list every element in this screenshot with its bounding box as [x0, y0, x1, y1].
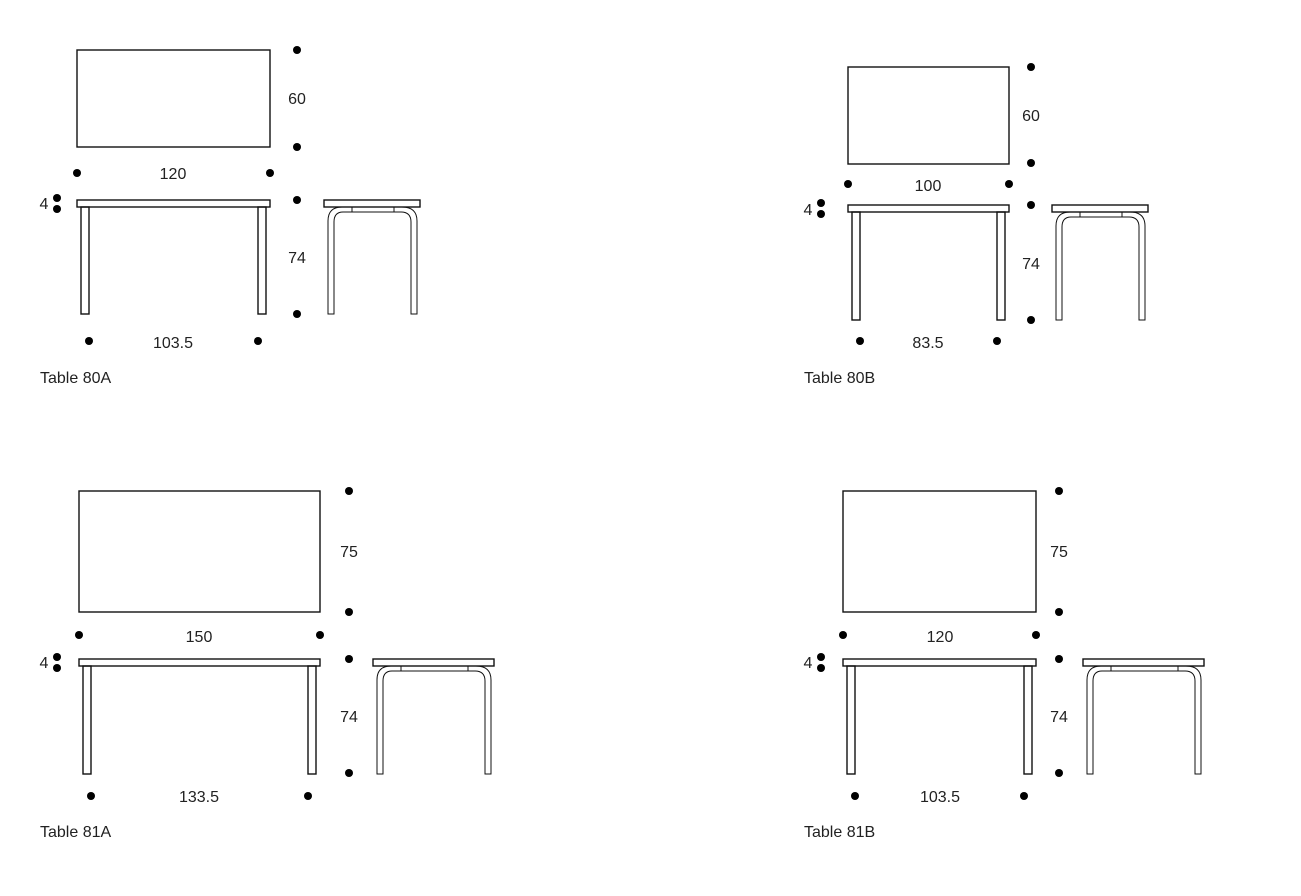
dim-marker [304, 792, 312, 800]
dim-marker [839, 631, 847, 639]
dim-marker [1027, 316, 1035, 324]
dim-marker [53, 653, 61, 661]
table-81a-top-view [78, 490, 321, 613]
table-80b-caption: Table 80B [804, 370, 875, 387]
table-81a-caption: Table 81A [40, 824, 111, 841]
table-80b-top-view [847, 66, 1010, 165]
dim-marker [1027, 201, 1035, 209]
dim-marker [85, 337, 93, 345]
table-80b-depth-label: 60 [1022, 108, 1040, 125]
table-81a-width-label: 150 [186, 629, 213, 646]
table-80a-width-label: 120 [160, 166, 187, 183]
dim-marker [316, 631, 324, 639]
table-80a-side-view [323, 199, 421, 315]
dim-marker [1055, 608, 1063, 616]
dim-marker [817, 210, 825, 218]
table-81a-side-view [372, 658, 495, 775]
dim-marker [1032, 631, 1040, 639]
table-81b-top-view [842, 490, 1037, 613]
table-81a-height-label: 74 [340, 709, 358, 726]
table-80b-front-view [847, 204, 1010, 321]
table-80a-top-view [76, 49, 271, 148]
dim-marker [817, 653, 825, 661]
dim-marker [1055, 487, 1063, 495]
dim-marker [345, 487, 353, 495]
table-81a-front-view [78, 658, 321, 775]
table-80a-height-label: 74 [288, 250, 306, 267]
table-81a-leg-span-label: 133.5 [179, 789, 219, 806]
table-80b-thickness-label: 4 [804, 202, 813, 219]
dim-marker [293, 143, 301, 151]
dim-marker [1027, 63, 1035, 71]
table-81b-front-view [842, 658, 1037, 775]
dim-marker [1055, 655, 1063, 663]
dim-marker [75, 631, 83, 639]
table-81b-depth-label: 75 [1050, 544, 1068, 561]
dim-marker [844, 180, 852, 188]
dim-marker [345, 608, 353, 616]
dim-marker [293, 196, 301, 204]
dim-marker [73, 169, 81, 177]
table-81b-height-label: 74 [1050, 709, 1068, 726]
dim-marker [1020, 792, 1028, 800]
table-81b-caption: Table 81B [804, 824, 875, 841]
table-81b-side-view [1082, 658, 1205, 775]
dim-marker [817, 199, 825, 207]
dim-marker [254, 337, 262, 345]
dim-marker [293, 46, 301, 54]
dim-marker [53, 664, 61, 672]
table-80b-drawing: 60 100 4 74 83.5 Table 80B [804, 63, 1149, 387]
table-80a-leg-span-label: 103.5 [153, 335, 193, 352]
dim-marker [266, 169, 274, 177]
dim-marker [53, 194, 61, 202]
dim-marker [856, 337, 864, 345]
dim-marker [993, 337, 1001, 345]
dim-marker [851, 792, 859, 800]
table-80b-height-label: 74 [1022, 256, 1040, 273]
table-81a-thickness-label: 4 [40, 655, 49, 672]
table-81b-drawing: 75 120 4 74 103.5 Table 81B [804, 487, 1205, 841]
table-81b-thickness-label: 4 [804, 655, 813, 672]
dim-marker [1027, 159, 1035, 167]
table-80a-depth-label: 60 [288, 91, 306, 108]
dim-marker [817, 664, 825, 672]
dim-marker [1055, 769, 1063, 777]
table-80a-caption: Table 80A [40, 370, 111, 387]
table-81a-drawing: 75 150 4 74 133.5 Table 81A [40, 487, 495, 841]
dim-marker [87, 792, 95, 800]
dim-marker [345, 655, 353, 663]
table-80a-thickness-label: 4 [40, 196, 49, 213]
table-80b-width-label: 100 [915, 178, 942, 195]
dim-marker [293, 310, 301, 318]
table-80b-leg-span-label: 83.5 [912, 335, 943, 352]
table-80a-front-view [76, 199, 271, 315]
table-80b-side-view [1051, 204, 1149, 321]
table-81a-depth-label: 75 [340, 544, 358, 561]
dim-marker [1005, 180, 1013, 188]
dim-marker [345, 769, 353, 777]
table-80a-drawing: 60 120 4 74 103.5 Table 80A [40, 46, 421, 387]
table-81b-width-label: 120 [927, 629, 954, 646]
table-81b-leg-span-label: 103.5 [920, 789, 960, 806]
dim-marker [53, 205, 61, 213]
